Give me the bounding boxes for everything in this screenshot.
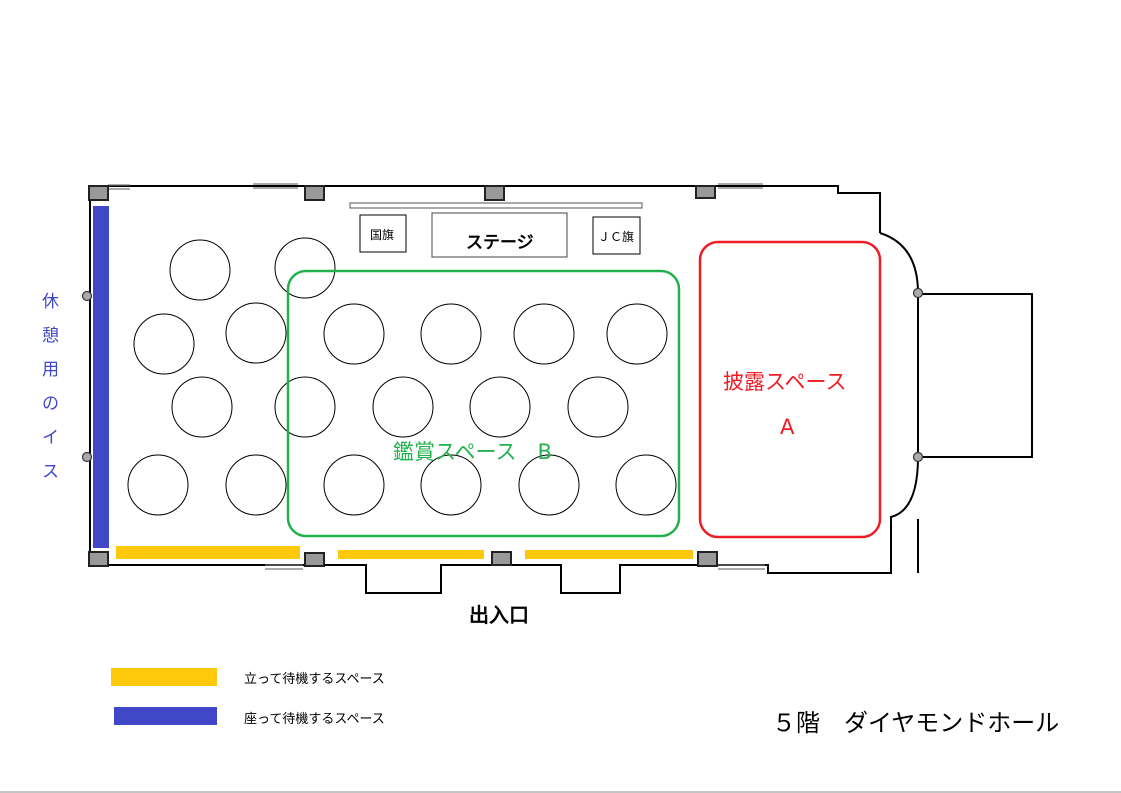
standing-strip (116, 546, 300, 559)
legend-swatch-seated (114, 707, 217, 725)
stage-backdrop (349, 202, 643, 209)
windows (108, 183, 765, 570)
hall-name: ５階 ダイヤモンドホール (772, 709, 1060, 737)
standing-strip (338, 550, 484, 559)
rest-char: 用 (42, 360, 59, 380)
space-a-label: 披露スペース (723, 370, 847, 394)
rest-char: ス (42, 462, 59, 482)
national-flag-label: 国旗 (370, 228, 395, 242)
rest-char: 休 (42, 292, 59, 312)
tables (127, 237, 677, 516)
walls (89, 185, 1033, 594)
rest-char: 憩 (42, 326, 59, 346)
stage (431, 212, 568, 258)
standing-strip (525, 550, 693, 559)
national-flag-box (359, 214, 407, 253)
display-space-a (698, 240, 882, 539)
entrance-label: 出入口 (469, 603, 529, 627)
legend-seated-label: 座って待機するスペース (244, 712, 385, 727)
legend-swatch-standing (111, 668, 217, 686)
viewing-space-b (286, 269, 681, 538)
seated-waiting-strip (93, 206, 109, 548)
space-b-label: 鑑賞スペース B (393, 440, 552, 464)
pillars (88, 185, 718, 567)
rest-chairs-label: 休 憩 用 の イ ス (42, 285, 62, 489)
stage-label: ステージ (466, 233, 534, 253)
jc-flag-box (592, 216, 641, 255)
space-a-letter: A (780, 415, 795, 439)
legend-standing-label: 立って待機するスペース (244, 672, 385, 687)
rest-char: の (42, 394, 59, 414)
jc-flag-label: ＪＣ旗 (598, 230, 635, 244)
outlet-icons (81, 287, 924, 463)
rest-char: イ (42, 428, 59, 448)
